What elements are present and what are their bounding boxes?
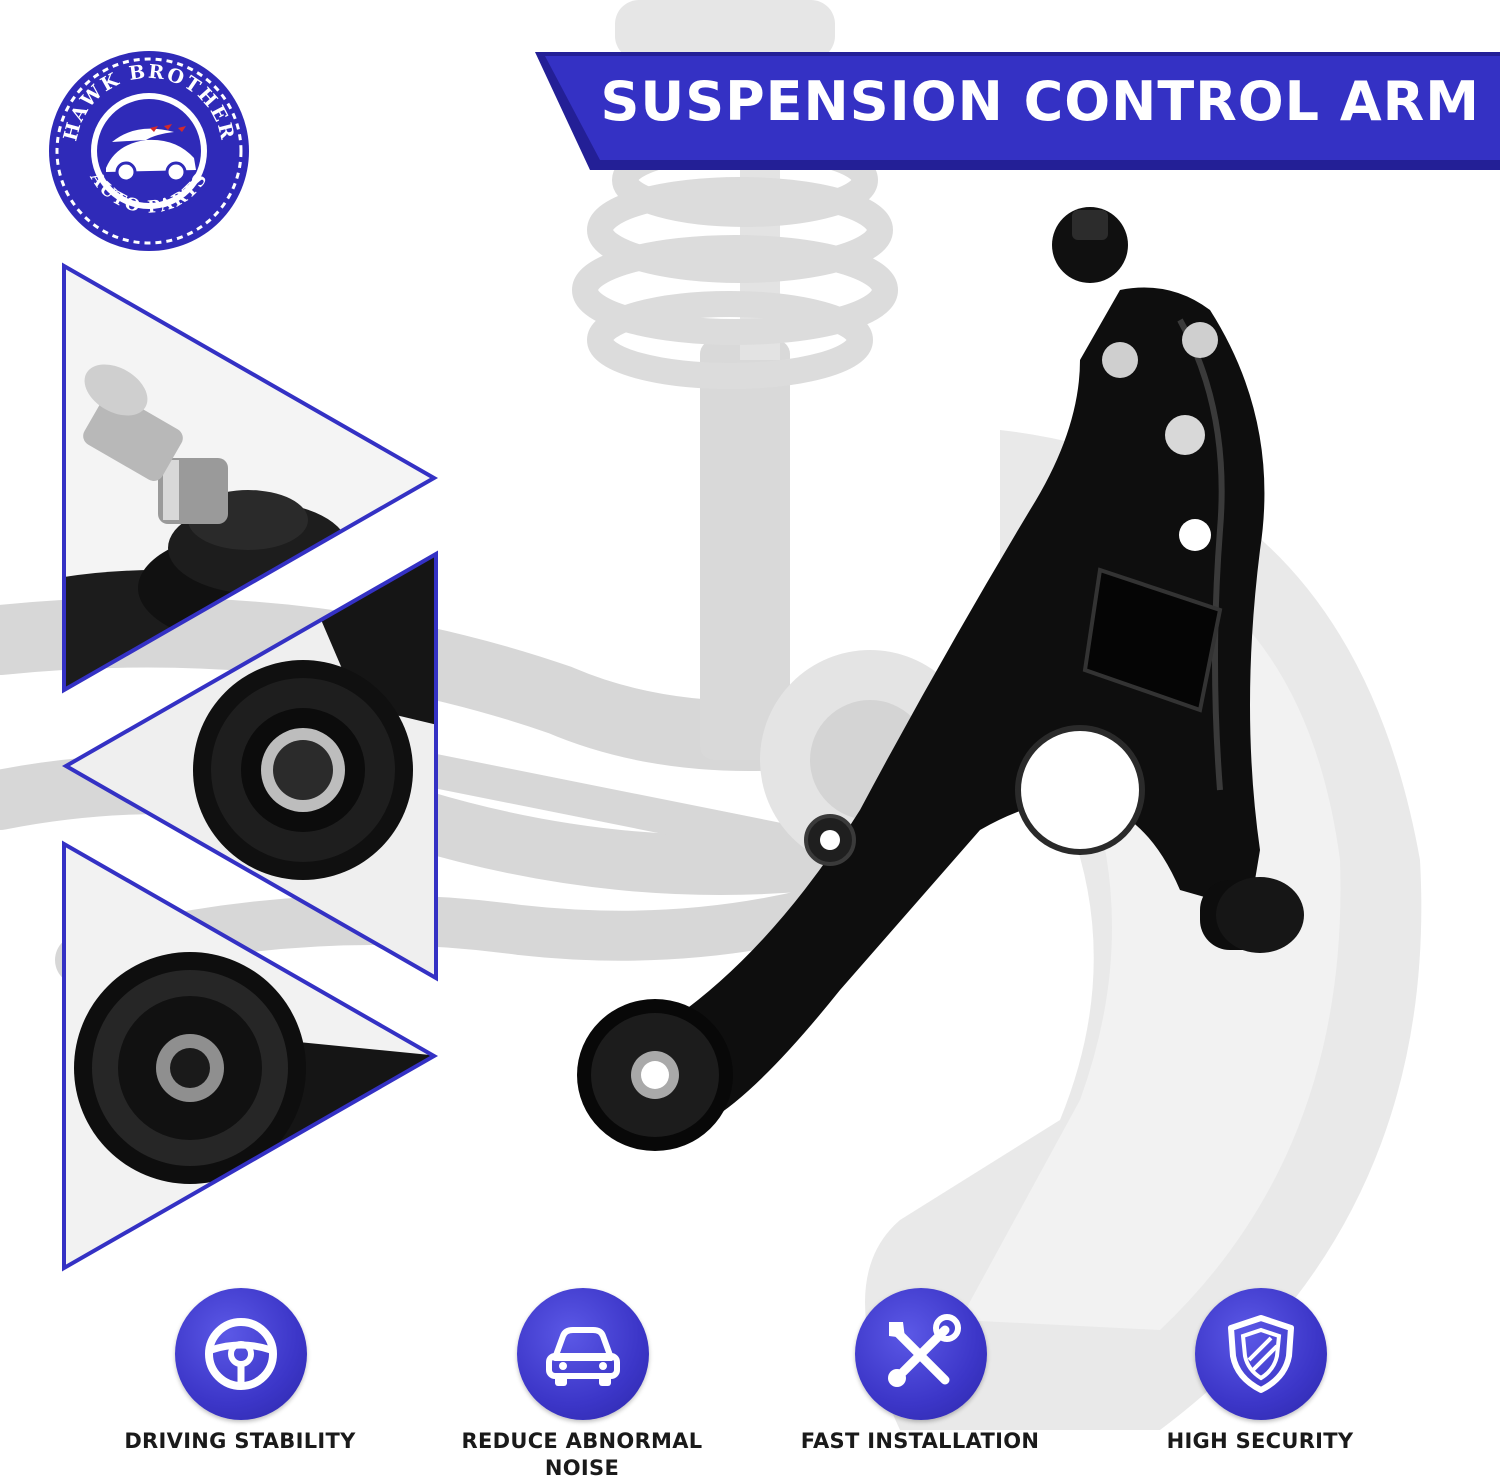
feature-icon-circle [1195, 1288, 1327, 1420]
control-arm-product [577, 207, 1304, 1151]
feature-label: HIGH SECURITY [1166, 1429, 1354, 1453]
feature-label: FAST INSTALLATION [800, 1429, 1040, 1453]
steering-wheel-icon [205, 1318, 277, 1390]
logo-car-eagle-icon [106, 124, 196, 183]
shield-icon [1228, 1315, 1294, 1393]
feature-icon-circle [175, 1288, 307, 1420]
zoom-panel-front-bushing [62, 840, 439, 1272]
banner-title: SUSPENSION CONTROL ARM [600, 70, 1480, 133]
feature-high-security: HIGH SECURITY [1100, 1288, 1420, 1478]
brand-logo: HAWK BROTHER AUTO PARTS [49, 51, 249, 251]
title-banner [535, 52, 1500, 170]
rear-bushing-part [1200, 877, 1304, 953]
feature-driving-stability: DRIVING STABILITY [80, 1288, 400, 1478]
tools-icon [888, 1314, 961, 1387]
car-icon [546, 1327, 620, 1386]
feature-fast-installation: FAST INSTALLATION [760, 1288, 1080, 1478]
feature-icon-circle [517, 1288, 649, 1420]
feature-icon-circle [855, 1288, 987, 1420]
feature-label: DRIVING STABILITY [124, 1429, 356, 1453]
front-bushing-part [577, 999, 733, 1151]
feature-reduce-noise: REDUCE ABNORMAL NOISE [422, 1288, 742, 1480]
feature-label: REDUCE ABNORMAL NOISE [461, 1429, 703, 1480]
